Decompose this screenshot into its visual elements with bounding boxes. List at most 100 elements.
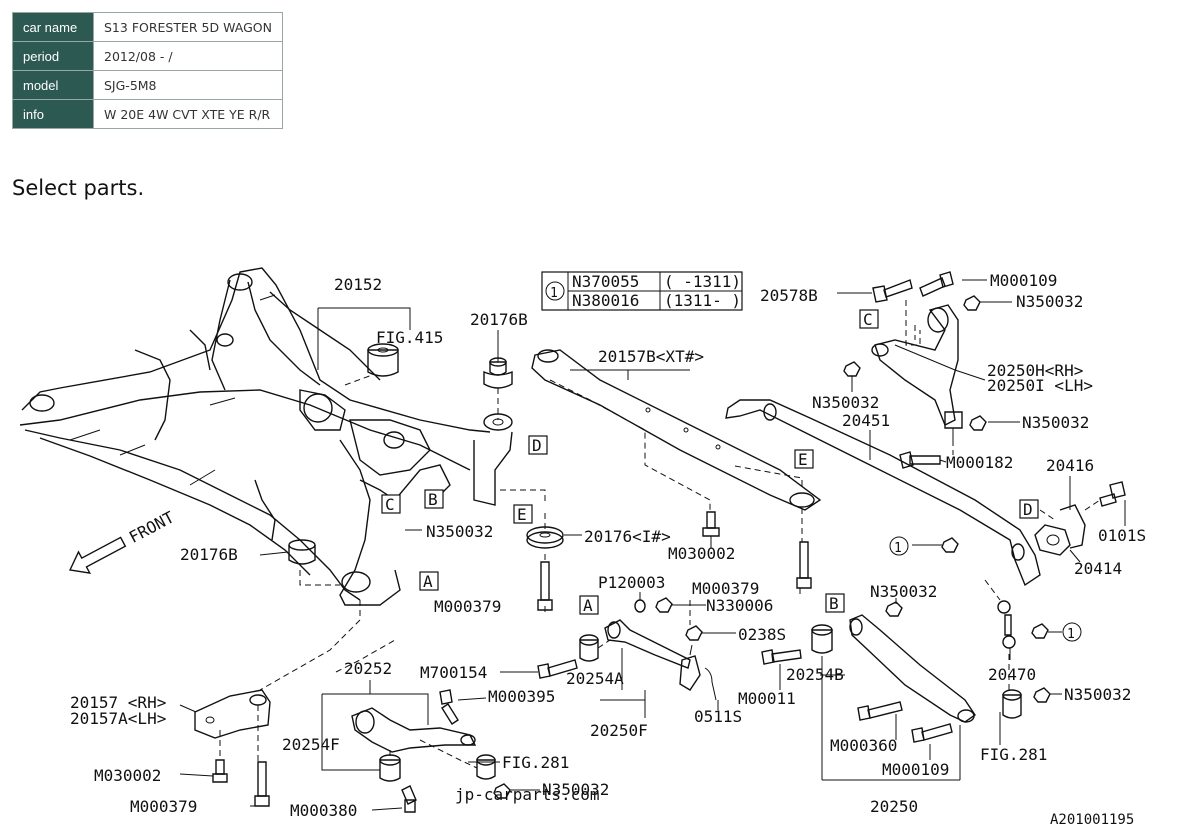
part-label-20157b[interactable]: 20157B<XT#>: [598, 347, 704, 366]
bolt-m000395-drawing[interactable]: [439, 689, 459, 725]
part-label-20254f[interactable]: 20254F: [282, 735, 340, 754]
part-label-20416[interactable]: 20416: [1046, 456, 1094, 475]
bolt-m000360-drawing[interactable]: [857, 701, 903, 721]
bushing-20254f-drawing[interactable]: [379, 754, 401, 782]
part-label-m030002-l[interactable]: M030002: [94, 766, 161, 785]
part-label-n330006[interactable]: N330006: [706, 596, 773, 615]
bolt-m000379-right-drawing[interactable]: [796, 541, 812, 589]
mount-20157-drawing[interactable]: [194, 689, 271, 739]
part-label-20250i[interactable]: 20250I <LH>: [987, 376, 1093, 395]
circled-markers: 1 1: [889, 536, 1082, 642]
bolt-m030002-mid-drawing[interactable]: [702, 511, 720, 537]
bolt-m700154-drawing[interactable]: [537, 659, 578, 679]
part-label-n350032-top[interactable]: N350032: [1016, 292, 1083, 311]
nut-n350032-br-drawing[interactable]: [1033, 687, 1051, 703]
part-label-20470[interactable]: 20470: [988, 665, 1036, 684]
bushing-fig281-m-drawing[interactable]: [476, 754, 496, 780]
part-label-20157a-lh[interactable]: 20157A<LH>: [70, 709, 166, 728]
part-label-m030002-mid[interactable]: M030002: [668, 544, 735, 563]
part-label-20250f[interactable]: 20250F: [590, 721, 648, 740]
nut-n350032-b-drawing[interactable]: [885, 601, 903, 617]
bushing-20176b-top-drawing[interactable]: [473, 357, 513, 506]
part-label-20176b-left[interactable]: 20176B: [180, 545, 238, 564]
bushing-20176b-left-drawing[interactable]: [288, 539, 316, 565]
part-label-fig281-m[interactable]: FIG.281: [502, 753, 569, 772]
part-label-m000380[interactable]: M000380: [290, 801, 357, 820]
boxed-letter-a: A: [423, 572, 433, 591]
nut-n350032-bm-drawing[interactable]: [493, 783, 511, 799]
bolt-m000379-l-drawing[interactable]: [254, 761, 270, 807]
bushing-20254b-drawing[interactable]: [811, 624, 833, 654]
arm-20250h-drawing[interactable]: [871, 304, 963, 440]
stabilizer-20451-drawing[interactable]: [725, 399, 1041, 587]
part-label-m000109-b[interactable]: M000109: [882, 760, 949, 779]
part-label-20250[interactable]: 20250: [870, 797, 918, 816]
bolt-m030002-l-drawing[interactable]: [212, 759, 228, 783]
part-label-20152[interactable]: 20152: [334, 275, 382, 294]
bolt-m000109-b-drawing[interactable]: [911, 723, 953, 743]
washer-20176i-drawing[interactable]: [526, 526, 564, 549]
part-label-0101s[interactable]: 0101S: [1098, 526, 1146, 545]
arm-20252-drawing[interactable]: [351, 707, 477, 753]
part-label-20252[interactable]: 20252: [344, 659, 392, 678]
nut-0238s-drawing[interactable]: [685, 625, 703, 641]
bolt-m000380-drawing[interactable]: [401, 785, 417, 813]
bolt-m000182-drawing[interactable]: [899, 451, 941, 469]
bushing-fig281-r-drawing[interactable]: [1002, 689, 1022, 719]
part-label-n350032-b[interactable]: N350032: [870, 582, 937, 601]
part-label-m000109-top[interactable]: M000109: [990, 271, 1057, 290]
part-label-m700154[interactable]: M700154: [420, 663, 487, 682]
part-labels: 20152 FIG.415 20176B 20157B<XT#> 20578B …: [70, 271, 1146, 828]
callout-part-n370055[interactable]: N370055: [572, 272, 639, 291]
callout-part-n380016[interactable]: N380016: [572, 291, 639, 310]
part-label-20578b[interactable]: 20578B: [760, 286, 818, 305]
part-label-m000360[interactable]: M000360: [830, 736, 897, 755]
bar-20157b-drawing[interactable]: [531, 349, 822, 511]
washer-p120003-drawing[interactable]: [634, 599, 646, 613]
part-label-20451[interactable]: 20451: [842, 411, 890, 430]
part-label-n350032-bm[interactable]: N350032: [542, 780, 609, 799]
bushing-20414-drawing[interactable]: [1034, 524, 1071, 556]
bushing-20254a-drawing[interactable]: [579, 634, 599, 662]
part-label-n350032-c[interactable]: N350032: [812, 393, 879, 412]
part-label-20176i[interactable]: 20176<I#>: [584, 527, 671, 546]
nut-n350032-top-drawing[interactable]: [963, 295, 981, 311]
bolt-20578b-drawing[interactable]: [872, 279, 913, 303]
part-label-m000379-l[interactable]: M000379: [130, 797, 197, 816]
bolt-0101s-drawing[interactable]: [1099, 481, 1126, 507]
arm-20250-drawing[interactable]: [849, 614, 976, 723]
part-label-20254b[interactable]: 20254B: [786, 665, 844, 684]
part-label-20254a[interactable]: 20254A: [566, 669, 624, 688]
nut-n350032-r-drawing[interactable]: [969, 415, 987, 431]
part-label-fig415[interactable]: FIG.415: [376, 328, 443, 347]
part-label-m000395[interactable]: M000395: [488, 687, 555, 706]
bolt-m000379-mid-drawing[interactable]: [537, 561, 553, 611]
part-label-20157-rh[interactable]: 20157 <RH>: [70, 693, 166, 712]
part-label-m000182[interactable]: M000182: [946, 453, 1013, 472]
part-label-n350032-br[interactable]: N350032: [1064, 685, 1131, 704]
part-label-20176b-top[interactable]: 20176B: [470, 310, 528, 329]
part-label-m000379-right[interactable]: M000379: [692, 579, 759, 598]
pin-0511s-drawing[interactable]: [704, 667, 717, 701]
nut-c1-bottom-drawing[interactable]: [1031, 623, 1049, 639]
arm-20250f-drawing[interactable]: [604, 619, 701, 691]
part-label-m00011[interactable]: M00011: [738, 689, 796, 708]
part-label-20250h[interactable]: 20250H<RH>: [987, 361, 1083, 380]
part-label-fig281-r[interactable]: FIG.281: [980, 745, 1047, 764]
part-label-n350032-r[interactable]: N350032: [1022, 413, 1089, 432]
part-label-0511s[interactable]: 0511S: [694, 707, 742, 726]
nut-c1-top-drawing[interactable]: [941, 537, 959, 553]
part-label-20414[interactable]: 20414: [1074, 559, 1122, 578]
part-label-0238s[interactable]: 0238S: [738, 625, 786, 644]
bracket-20416-drawing[interactable]: [1059, 504, 1086, 549]
bushing-fig415-drawing[interactable]: [367, 343, 399, 377]
link-20470-drawing[interactable]: [997, 600, 1016, 649]
part-label-n350032-mid[interactable]: N350032: [426, 522, 493, 541]
bolt-m00011-drawing[interactable]: [761, 649, 802, 665]
subframe-drawing[interactable]: [19, 267, 491, 606]
nut-n330006-drawing[interactable]: [655, 597, 673, 613]
nut-n350032-c-drawing[interactable]: [843, 361, 861, 377]
bolt-m000109-top-drawing[interactable]: [919, 271, 954, 297]
part-label-m000379-mid[interactable]: M000379: [434, 597, 501, 616]
part-label-p120003[interactable]: P120003: [598, 573, 665, 592]
